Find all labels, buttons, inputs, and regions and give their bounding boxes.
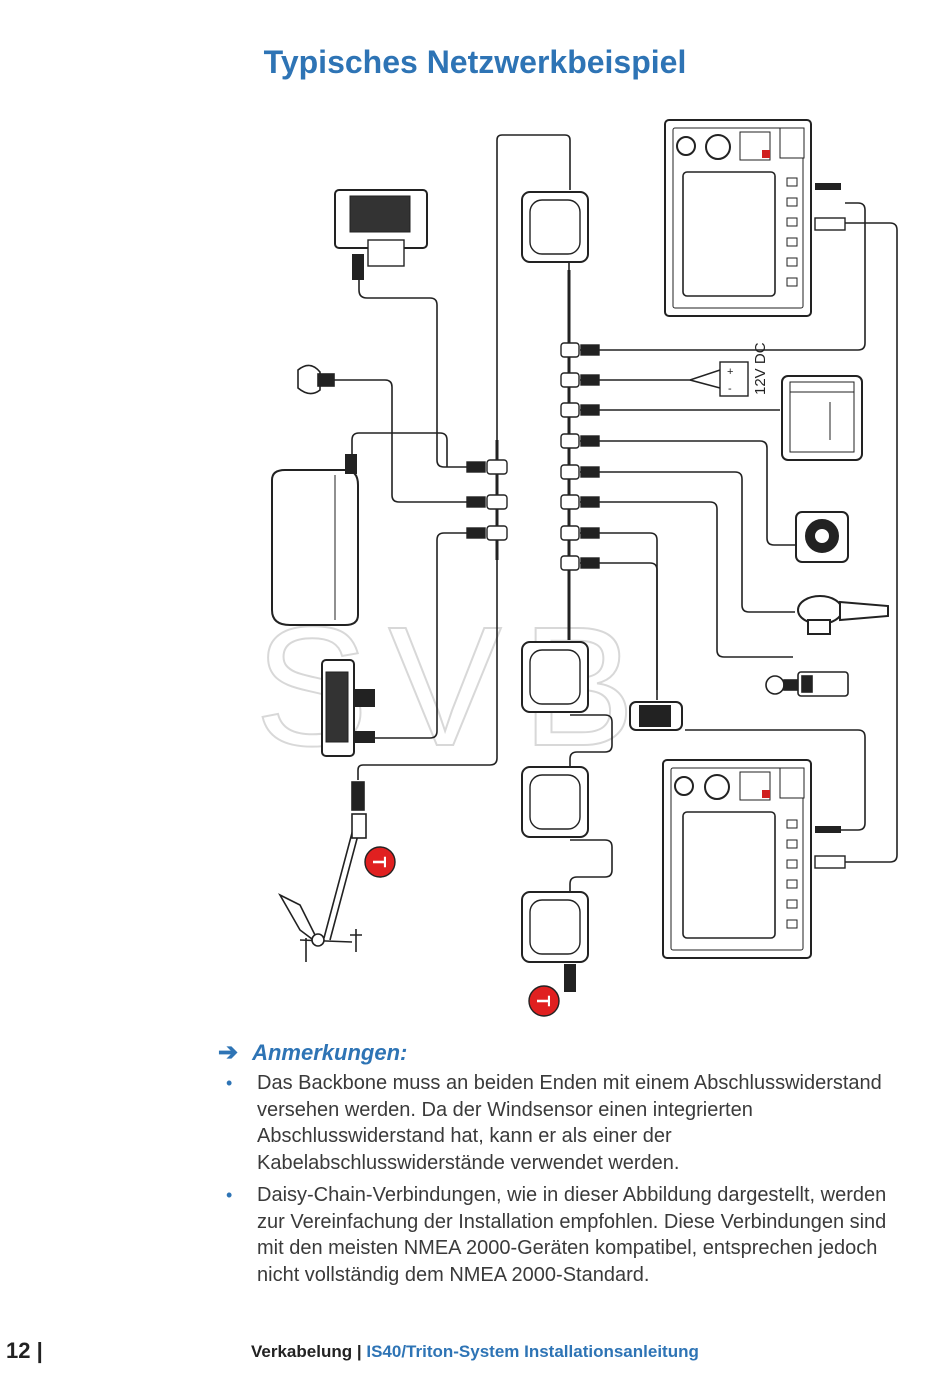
footer-section: Verkabelung — [251, 1342, 353, 1361]
gps-antenna — [297, 364, 335, 395]
rudder-feedback — [797, 595, 889, 635]
bullet-icon: • — [226, 1073, 233, 1093]
instrument-display-1 — [521, 641, 589, 713]
terminator-backbone: T — [528, 985, 560, 1017]
instrument-display-2 — [521, 766, 589, 838]
terminator-label-wind: T — [369, 857, 389, 868]
notes-heading: Anmerkungen: — [252, 1040, 408, 1065]
page-number-separator: | — [36, 1338, 43, 1363]
page-footer: 12 | Verkabelung | IS40/Triton-System In… — [0, 1338, 950, 1368]
instrument-display-3 — [521, 891, 589, 963]
notes-section: ➔ Anmerkungen: • Das Backbone muss an be… — [218, 1040, 898, 1294]
power-minus: - — [728, 383, 732, 395]
compass-sensor — [795, 511, 849, 563]
note-item: • Daisy-Chain-Verbindungen, wie in diese… — [218, 1182, 898, 1288]
power-plus: + — [727, 366, 733, 378]
network-diagram: SVB — [254, 119, 898, 1017]
instrument-display-top — [521, 191, 589, 263]
terminator-wind: T — [364, 846, 396, 878]
page-number: 12 — [6, 1338, 31, 1363]
arrow-right-icon: ➔ — [218, 1039, 239, 1066]
wind-sensor — [277, 781, 367, 962]
footer-separator: | — [356, 1342, 362, 1361]
notes-heading-row: ➔ Anmerkungen: — [218, 1040, 898, 1066]
course-computer — [781, 375, 863, 461]
autopilot-computer — [321, 659, 375, 757]
note-text: Das Backbone muss an beiden Enden mit ei… — [257, 1072, 882, 1174]
autopilot-unit — [271, 454, 359, 626]
gateway-device — [334, 189, 428, 280]
note-item: • Das Backbone muss an beiden Enden mit … — [218, 1070, 898, 1176]
power-label: 12V DC — [752, 342, 769, 395]
ignition-switch — [765, 671, 849, 697]
footer-text: Verkabelung | IS40/Triton-System Install… — [251, 1342, 699, 1362]
terminator-label-backbone: T — [533, 996, 553, 1007]
page-title: Typisches Netzwerkbeispiel — [263, 44, 687, 80]
page-number-block: 12 | — [6, 1338, 43, 1364]
footer-doc-title: IS40/Triton-System Installationsanleitun… — [366, 1342, 699, 1361]
mfd-display-top — [664, 119, 812, 317]
keypad-remote — [629, 701, 683, 731]
note-text: Daisy-Chain-Verbindungen, wie in dieser … — [257, 1184, 887, 1286]
power-connection — [719, 361, 749, 397]
mfd-display-bottom — [662, 759, 812, 959]
bullet-icon: • — [226, 1185, 233, 1205]
